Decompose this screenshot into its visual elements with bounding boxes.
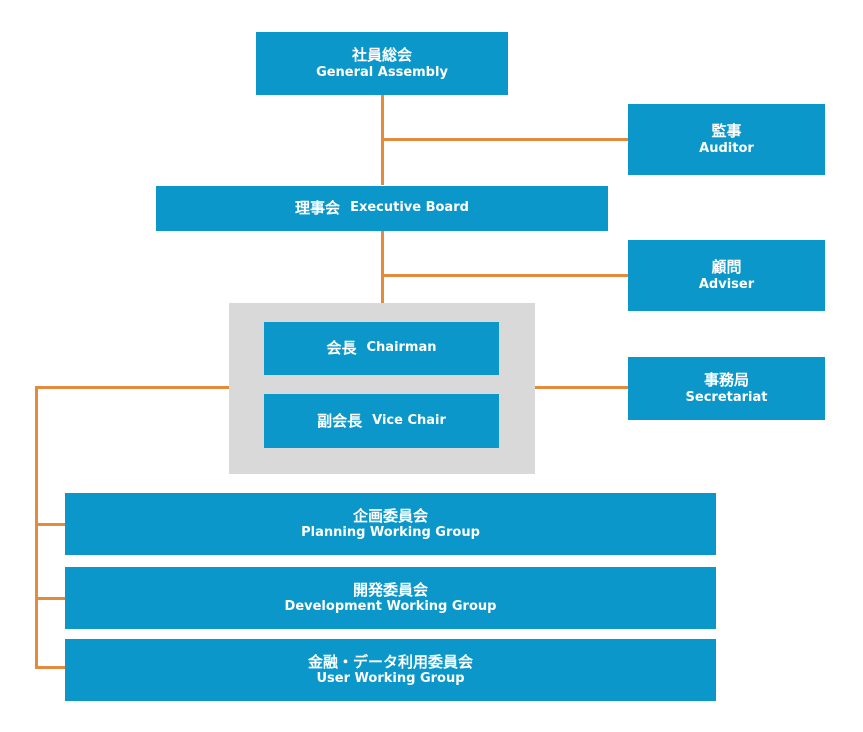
secretariat-en: Secretariat [685,389,768,405]
connector-adviser [381,274,628,277]
general-assembly-box: 社員総会 General Assembly [256,32,508,95]
connector-auditor [381,138,628,141]
vice-chair-ja: 副会長 [317,411,363,430]
connector-development [35,597,65,600]
connector-left-horizontal [35,386,231,389]
executive-board-en: Executive Board [350,200,469,216]
secretariat-ja: 事務局 [703,371,749,389]
executive-board-box: 理事会 Executive Board [156,186,608,231]
user-box: 金融・データ利用委員会 User Working Group [65,639,716,701]
adviser-box: 顧問 Adviser [628,240,825,311]
chairman-ja: 会長 [326,339,357,358]
vice-chair-box: 副会長 Vice Chair [264,394,499,448]
connector-left-vertical [35,386,38,669]
adviser-en: Adviser [698,276,755,292]
development-box: 開発委員会 Development Working Group [65,567,716,629]
vice-chair-en: Vice Chair [372,412,446,428]
executive-board-ja: 理事会 [295,199,341,218]
auditor-en: Auditor [699,140,754,156]
user-ja: 金融・データ利用委員会 [307,652,473,671]
planning-box: 企画委員会 Planning Working Group [65,493,716,555]
general-assembly-ja: 社員総会 [351,46,412,64]
secretariat-box: 事務局 Secretariat [628,357,825,420]
auditor-ja: 監事 [711,122,742,140]
chairman-en: Chairman [366,340,437,356]
development-en: Development Working Group [284,599,497,615]
connector-planning [35,523,65,526]
user-en: User Working Group [316,671,465,687]
general-assembly-en: General Assembly [316,64,448,80]
chairman-box: 会長 Chairman [264,322,499,375]
planning-ja: 企画委員会 [352,506,428,525]
planning-en: Planning Working Group [301,525,480,541]
connector-user [35,666,65,669]
auditor-box: 監事 Auditor [628,104,825,175]
connector-secretariat [535,386,628,389]
adviser-ja: 顧問 [711,258,742,276]
development-ja: 開発委員会 [352,580,428,599]
connector-board-leadership [381,231,384,303]
